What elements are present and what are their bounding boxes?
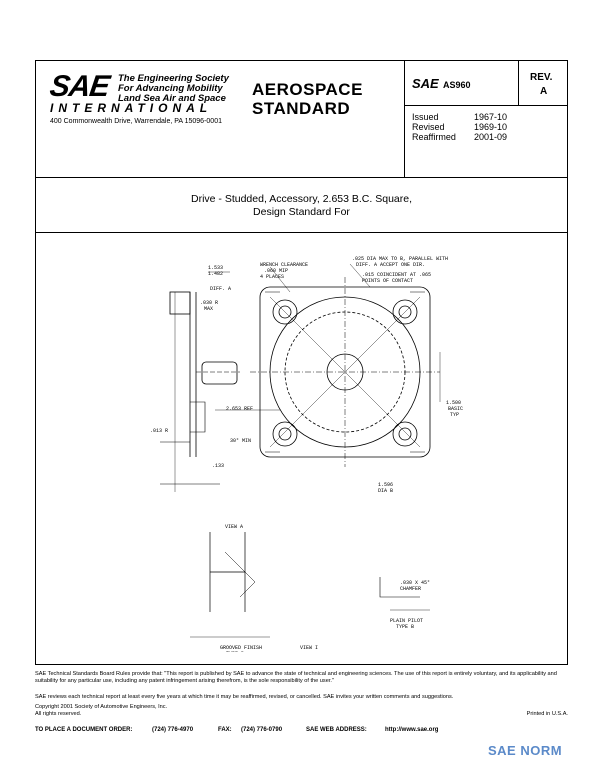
date-value-reaffirmed: 2001-09	[474, 132, 508, 142]
label-dim-30: 30° MIN	[230, 438, 251, 444]
date-label-issued: Issued	[412, 112, 439, 122]
label-parallel-1: .025 DIA MAX TO B, PARALLEL WITH	[352, 256, 448, 262]
technical-drawing: WRENCH CLEARANCE .060 MIP 4 PLACES .025 …	[150, 256, 463, 652]
label-dim-1533: 1.533	[208, 265, 223, 271]
label-plain-type: TYPE B	[396, 624, 414, 630]
label-dim-013: .013 R	[150, 428, 168, 434]
label-coincident-1: .015 COINCIDENT AT .065	[362, 272, 431, 278]
label-dim-1500: 1.500	[446, 400, 461, 406]
header-divider-left	[404, 60, 405, 177]
fax-label: FAX:	[218, 727, 232, 733]
order-phone: (724) 776-4970	[152, 727, 194, 733]
flange-side-view	[160, 291, 240, 492]
standard-type-line-1: AEROSPACE	[252, 80, 363, 99]
section-detail	[190, 532, 430, 638]
label-dim-2653: 2.653 REF	[226, 406, 253, 412]
flange-front-view	[250, 277, 440, 467]
header-divider-rev	[518, 60, 519, 105]
tagline-line-1: The Engineering Society	[118, 73, 229, 84]
rev-label: REV.	[530, 72, 553, 83]
label-chamfer-2: CHAMFER	[400, 586, 421, 592]
sae-norm-watermark-logo: SAE NORM	[488, 743, 563, 758]
label-wrench-clearance-2: .060 MIP	[264, 268, 288, 274]
doc-number: AS960	[443, 80, 471, 90]
label-rough-type: TYPE B	[226, 651, 244, 652]
label-basic: BASIC	[448, 406, 463, 412]
copyright-line-1: Copyright 2001 Society of Automotive Eng…	[35, 704, 168, 710]
document-title-line-2: Design Standard For	[253, 206, 350, 218]
date-label-revised: Revised	[412, 122, 445, 132]
label-plain-pilot: PLAIN PILOT	[390, 618, 423, 624]
label-dim-096: 1.596	[378, 482, 393, 488]
header-divider-rev-bottom	[404, 105, 568, 106]
header-bottom-line	[35, 177, 568, 178]
copyright-line-2: All rights reserved.	[35, 711, 82, 717]
order-label: TO PLACE A DOCUMENT ORDER:	[35, 727, 133, 733]
label-wrench-clearance-3: 4 PLACES	[260, 274, 284, 280]
tagline-line-3: Land Sea Air and Space	[118, 93, 226, 104]
document-title-line-1: Drive - Studded, Accessory, 2.653 B.C. S…	[191, 193, 412, 205]
label-wrench-clearance: WRENCH CLEARANCE	[260, 262, 308, 268]
fax-number: (724) 776-0790	[241, 727, 283, 733]
label-dia-b: DIA B	[378, 488, 393, 494]
tagline-international: INTERNATIONAL	[50, 101, 213, 115]
label-diff-a: DIFF. A	[210, 286, 231, 292]
address: 400 Commonwealth Drive, Warrendale, PA 1…	[50, 118, 222, 125]
label-view-a: VIEW A	[225, 524, 243, 530]
label-dim-max: MAX	[204, 306, 213, 312]
page-frame	[35, 60, 568, 665]
web-address-link[interactable]: http://www.sae.org	[385, 727, 439, 733]
label-dim-030: .030 R	[200, 300, 218, 306]
label-dim-133: .133	[212, 463, 224, 469]
title-bottom-line	[35, 232, 568, 233]
label-rough-finish: GROOVED FINISH	[220, 645, 262, 651]
label-dim-1482: 1.482	[208, 271, 223, 277]
label-parallel-2: DIFF. A ACCEPT ONE DIR.	[356, 262, 425, 268]
date-label-reaffirmed: Reaffirmed	[412, 132, 456, 142]
doc-prefix-logo: SAE	[412, 76, 439, 91]
standard-type-line-2: STANDARD	[252, 99, 351, 118]
footnote-rules: SAE Technical Standards Board Rules prov…	[35, 671, 557, 684]
footnote-review: SAE reviews each technical report at lea…	[35, 694, 454, 700]
label-chamfer: .030 X 45°	[400, 580, 430, 586]
tagline-line-2: For Advancing Mobility	[118, 83, 223, 94]
web-label: SAE WEB ADDRESS:	[306, 727, 367, 733]
label-view-i: VIEW I	[300, 645, 318, 651]
sae-logo: SAE	[47, 70, 112, 103]
date-value-revised: 1969-10	[474, 122, 508, 132]
label-coincident-2: POINTS OF CONTACT	[362, 278, 413, 284]
label-typ: TYP	[450, 412, 459, 418]
printed-in: Printed in U.S.A.	[526, 711, 568, 717]
date-value-issued: 1967-10	[474, 112, 508, 122]
rev-value: A	[540, 86, 548, 97]
